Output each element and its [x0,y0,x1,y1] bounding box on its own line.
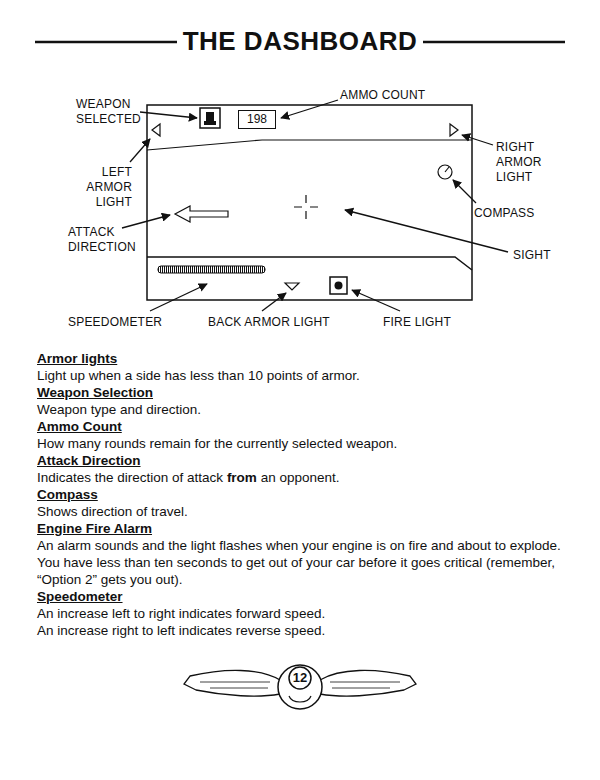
hood-line [147,140,472,150]
title-bar: THE DASHBOARD [0,26,600,57]
text-line: Engine Fire Alarm [37,520,572,537]
left-armor-light [152,124,160,136]
leader-arrow [453,180,476,203]
leader-arrow [262,293,286,311]
callout-label: FIRE LIGHT [383,315,483,330]
ammo-count-box: 198 [238,110,276,129]
back-armor-light [285,283,299,290]
body-text: An increase left to right indicates forw… [37,605,572,622]
title-rule [35,41,188,44]
text-line: Attack Direction [37,452,572,469]
callout-label: SIGHT [513,248,583,263]
section-heading: Speedometer [37,588,572,605]
page-title: THE DASHBOARD [177,26,424,56]
callout-label: LEFT ARMOR LIGHT [66,165,132,210]
compass-needle [445,167,449,172]
text-line: Indicates the direction of attack from a… [37,469,572,486]
callout-label: BACK ARMOR LIGHT [208,315,348,330]
fire-light [330,277,347,294]
skull-outline [278,665,322,709]
leader-arrow [150,284,207,311]
section-heading: Engine Fire Alarm [37,520,572,537]
leader-arrow [130,139,150,162]
body-text: How many rounds remain for the currently… [37,435,572,452]
leader-arrow [281,100,338,118]
fire-light-dot [335,282,343,290]
body-text: Shows direction of travel. [37,503,572,520]
section-heading: Compass [37,486,572,503]
body-text: An increase right to left indicates reve… [37,622,572,639]
weapon-icon [200,108,220,128]
text-line: Shows direction of travel. [37,503,572,520]
emphasis-text: from [227,470,257,485]
callout-label: COMPASS [474,206,564,221]
body-text: Weapon type and direction. [37,401,572,418]
right-armor-light [450,124,458,136]
page-number: 12 [286,670,314,686]
screen-frame [147,105,472,300]
leader-arrow [140,112,197,118]
callout-label: ATTACK DIRECTION [68,225,148,255]
weapon-icon [204,112,216,125]
sight-crosshair [294,195,318,219]
text-line: An increase left to right indicates forw… [37,605,572,622]
description-text: Armor lightsLight up when a side has les… [37,350,572,639]
leader-arrow [122,215,170,228]
text-line: Weapon Selection [37,384,572,401]
callout-label: SPEEDOMETER [68,315,188,330]
body-text: An alarm sounds and the light flashes wh… [37,537,572,588]
body-text: Indicates the direction of attack [37,470,223,485]
text-line: Compass [37,486,572,503]
body-text: an opponent. [261,470,340,485]
text-line: Light up when a side has less than 10 po… [37,367,572,384]
gun-wing [184,670,280,696]
skull-emblem [184,665,416,709]
leader-arrow [462,135,493,145]
text-line: Speedometer [37,588,572,605]
text-line: Weapon type and direction. [37,401,572,418]
callout-label: RIGHT ARMOR LIGHT [496,140,556,185]
ammo-value: 198 [247,112,267,126]
text-line: Armor lights [37,350,572,367]
title-rule [412,41,565,44]
section-heading: Ammo Count [37,418,572,435]
section-heading: Weapon Selection [37,384,572,401]
text-line: An alarm sounds and the light flashes wh… [37,537,572,588]
section-heading: Attack Direction [37,452,572,469]
speedometer-bar [158,266,265,273]
callout-label: AMMO COUNT [340,88,450,103]
callout-label: WEAPON SELECTED [76,97,146,127]
section-heading: Armor lights [37,350,572,367]
leader-arrow [352,290,400,311]
gun-wing [320,670,416,696]
skull-jaw [289,696,311,702]
compass-symbol [438,165,452,179]
text-line: Ammo Count [37,418,572,435]
text-line: How many rounds remain for the currently… [37,435,572,452]
body-text: Light up when a side has less than 10 po… [37,367,572,384]
text-line: An increase right to left indicates reve… [37,622,572,639]
attack-arrow [175,206,228,222]
